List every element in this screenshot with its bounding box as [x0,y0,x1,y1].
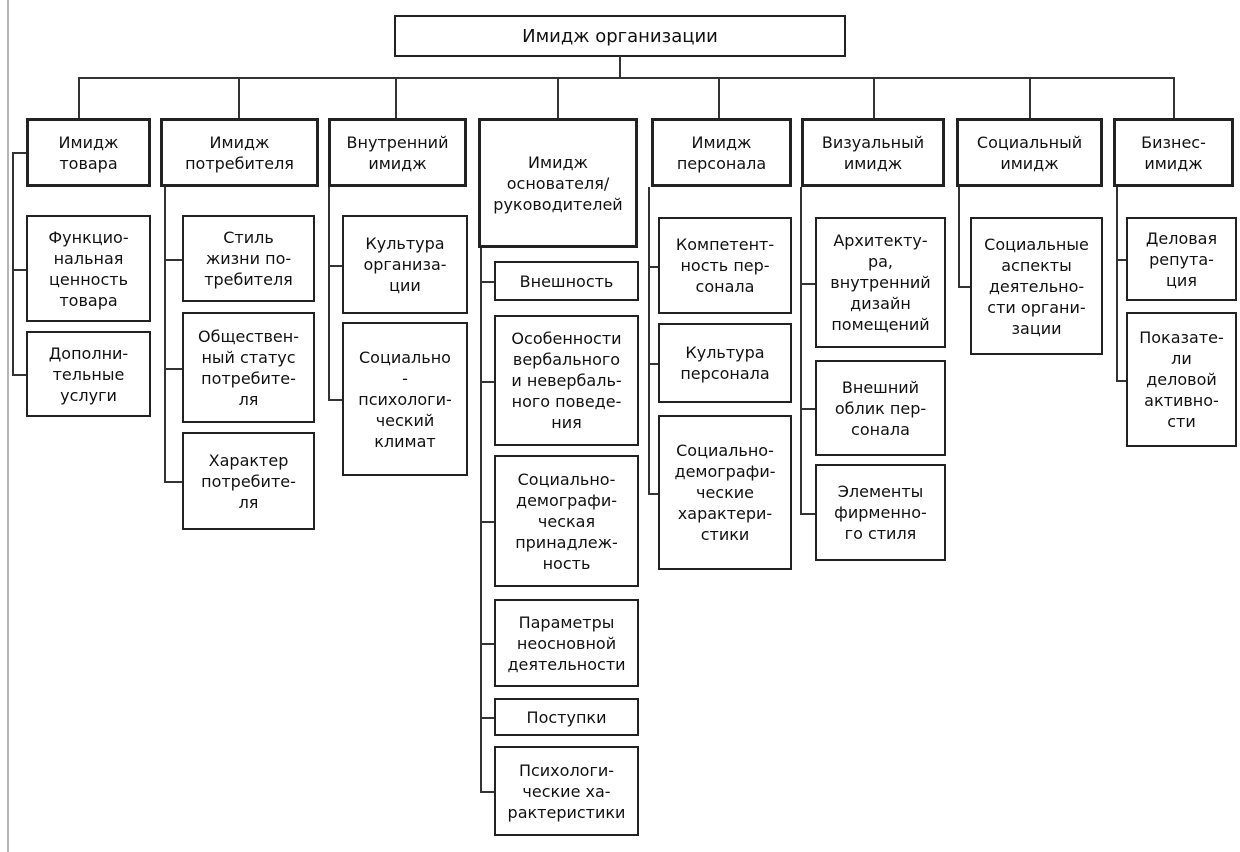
leaf-connector-4-4 [480,643,494,645]
leaf-connector-2-2 [164,368,182,370]
leaf-node-5-2: Культура персонала [658,323,792,403]
leaf-node-1-1: Функцио- нальная ценность товара [26,215,151,322]
branch-spine-4 [480,248,482,793]
branch-node-1: Имидж товара [26,118,151,187]
branch-node-8: Бизнес- имидж [1113,118,1234,187]
leaf-connector-2-1 [164,259,182,261]
leaf-connector-1-2 [12,374,26,376]
leaf-node-2-2: Обществен- ный статус потребите- ля [182,312,315,423]
branch-drop-6 [873,78,875,118]
leaf-connector-4-2 [480,381,494,383]
branch-spine-2 [164,187,166,483]
leaf-node-1-2: Дополни- тельные услуги [26,331,151,417]
leaf-connector-4-3 [480,521,494,523]
branch-drop-2 [238,78,240,118]
leaf-node-4-3: Социально- демографи- ческая принадлеж- … [494,455,639,587]
leaf-connector-5-1 [648,266,658,268]
leaf-connector-3-2 [328,399,342,401]
branch-drop-4 [557,78,559,118]
branch-node-5: Имидж персонала [651,118,792,187]
branch-node-3: Внутренний имидж [328,118,467,187]
branch-spine-7 [958,187,960,288]
leaf-connector-8-1 [1116,259,1126,261]
leaf-connector-4-5 [480,717,494,719]
leaf-node-6-2: Внешний облик пер- сонала [815,360,946,456]
leaf-node-4-1: Внешность [494,261,639,301]
leaf-connector-7-1 [958,286,970,288]
leaf-connector-2-3 [164,481,182,483]
branch-spine-1 [12,152,14,376]
leaf-connector-6-2 [800,408,815,410]
leaf-node-4-2: Особенности вербального и невербаль- ног… [494,315,639,446]
branch-spine-6 [800,187,802,515]
branch-spine-3 [328,187,330,401]
leaf-connector-6-3 [800,513,815,515]
branch-spine-8 [1116,187,1118,382]
branch-node-7: Социальный имидж [956,118,1103,187]
branch-drop-1 [78,78,80,118]
leaf-connector-4-1 [480,281,494,283]
leaf-node-6-3: Элементы фирменно- го стиля [815,464,946,561]
leaf-node-7-1: Социальные аспекты деятельно- сти органи… [970,217,1103,355]
leaf-connector-5-2 [648,363,658,365]
branch-drop-5 [718,78,720,118]
leaf-node-4-6: Психологи- ческие ха- рактеристики [494,746,639,836]
branch-node-4: Имидж основателя/ руководителей [478,118,638,248]
leaf-connector-5-3 [648,493,658,495]
leaf-node-5-1: Компетент- ность пер- сонала [658,217,792,314]
leaf-node-5-3: Социально- демографи- ческие характери- … [658,415,792,570]
leaf-node-4-5: Поступки [494,698,639,736]
branch-drop-8 [1173,78,1175,118]
branch-drop-3 [395,78,397,118]
branch-node-6: Визуальный имидж [801,118,945,187]
leaf-node-2-3: Характер потребите- ля [182,432,315,530]
leaf-node-8-1: Деловая репута- ция [1126,217,1237,301]
leaf-node-6-1: Архитекту- ра, внутренний дизайн помещен… [815,217,946,348]
leaf-connector-1-1 [12,269,26,271]
leaf-node-4-4: Параметры неосновной деятельности [494,599,639,687]
leaf-node-2-1: Стиль жизни по- требителя [182,215,315,302]
leaf-node-3-2: Социально - психологи- ческий климат [342,322,468,476]
leaf-connector-4-6 [480,791,494,793]
leaf-connector-6-1 [800,283,815,285]
root-node: Имидж организации [394,15,846,57]
branch-spine-5 [648,187,650,495]
page-edge-line [7,0,9,852]
root-connector [619,56,621,78]
leaf-node-3-1: Культура организа- ции [342,215,468,314]
branch-stub-1 [12,152,26,154]
level1-connector-bar [78,77,1175,79]
branch-node-2: Имидж потребителя [160,118,319,187]
leaf-connector-3-1 [328,265,342,267]
branch-drop-7 [1029,78,1031,118]
leaf-node-8-2: Показате- ли деловой активно- сти [1126,312,1237,447]
leaf-connector-8-2 [1116,380,1126,382]
